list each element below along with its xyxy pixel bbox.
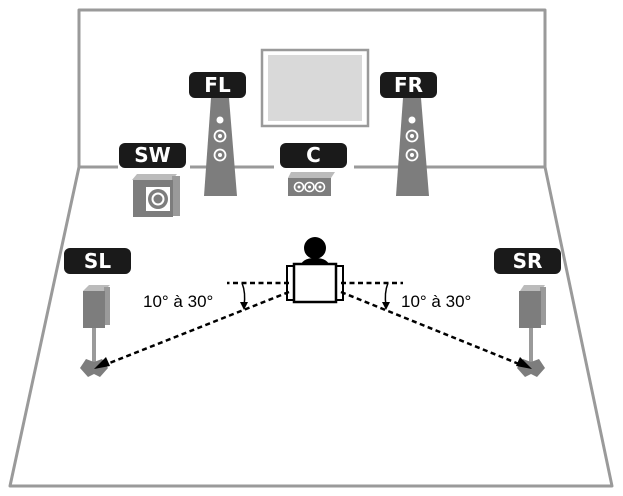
surround-right-speaker-body — [519, 291, 541, 328]
svg-text:C: C — [306, 143, 321, 167]
surround-left-speaker-body — [83, 291, 105, 328]
surround-right-speaker-side — [540, 287, 546, 325]
svg-text:FL: FL — [204, 73, 231, 97]
center-speaker — [288, 172, 335, 196]
subwoofer-top — [132, 174, 177, 180]
label-sw: SW — [119, 143, 186, 168]
surround-right-speaker-top — [520, 285, 545, 291]
right-speaker-line — [340, 290, 525, 368]
angle-guides — [101, 281, 525, 368]
surround-left-speaker-top — [83, 285, 110, 291]
front-right-speaker — [396, 98, 429, 196]
label-sl: SL — [64, 248, 131, 274]
left-angle-label: 10° à 30° — [143, 292, 213, 311]
left-line-arrowhead — [94, 357, 110, 369]
surround-left-speaker — [80, 285, 110, 377]
surround-left-speaker-side — [104, 287, 110, 325]
floor — [8, 165, 614, 488]
svg-text:SL: SL — [84, 249, 111, 273]
svg-text:FR: FR — [394, 73, 423, 97]
right-angle-label: 10° à 30° — [401, 292, 471, 311]
label-sr: SR — [494, 248, 561, 274]
listener-seat — [292, 262, 338, 304]
right-line-arrowhead — [516, 357, 532, 369]
label-fr: FR — [380, 72, 437, 98]
listener — [286, 237, 344, 304]
center-speaker-top — [288, 172, 335, 178]
front-left-speaker-body — [204, 98, 237, 196]
tv — [260, 48, 370, 128]
label-c: C — [280, 143, 347, 168]
svg-text:SW: SW — [134, 143, 170, 167]
right-arc-arrowhead — [382, 302, 390, 310]
svg-text:SR: SR — [513, 249, 543, 273]
label-fl: FL — [189, 72, 246, 98]
subwoofer — [132, 174, 180, 217]
listener-head — [304, 237, 326, 259]
front-right-speaker-body — [396, 98, 429, 196]
left-arc-arrowhead — [240, 302, 248, 310]
room — [8, 8, 614, 488]
subwoofer-side — [172, 176, 180, 216]
tv-screen — [268, 55, 362, 121]
front-left-speaker — [204, 98, 237, 196]
